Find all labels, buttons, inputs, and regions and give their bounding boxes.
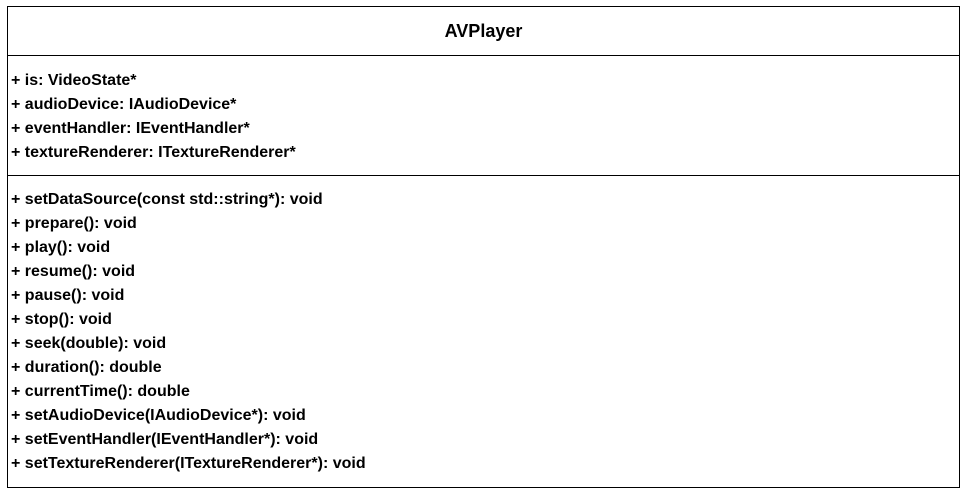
operation-prepare: + prepare(): void — [11, 215, 137, 232]
operation-duration: + duration(): double — [11, 359, 162, 376]
operation-set-texture-renderer: + setTextureRenderer(ITextureRenderer*):… — [11, 455, 366, 472]
operation-set-event-handler: + setEventHandler(IEventHandler*): void — [11, 431, 319, 448]
uml-class-box: AVPlayer + is: VideoState* + audioDevice… — [7, 6, 960, 488]
operation-stop: + stop(): void — [11, 311, 112, 328]
class-header: AVPlayer — [8, 7, 959, 56]
operation-set-data-source: + setDataSource(const std::string*): voi… — [11, 191, 323, 208]
operation-seek: + seek(double): void — [11, 335, 167, 352]
operation-play: + play(): void — [11, 239, 111, 256]
operation-current-time: + currentTime(): double — [11, 383, 190, 400]
class-name: AVPlayer — [444, 21, 523, 41]
attribute-event-handler: + eventHandler: IEventHandler* — [11, 120, 250, 137]
attributes-compartment: + is: VideoState* + audioDevice: IAudioD… — [8, 56, 959, 176]
operations-compartment: + setDataSource(const std::string*): voi… — [8, 176, 959, 476]
operation-pause: + pause(): void — [11, 287, 125, 304]
operation-resume: + resume(): void — [11, 263, 136, 280]
attribute-is: + is: VideoState* — [11, 72, 137, 89]
attribute-texture-renderer: + textureRenderer: ITextureRenderer* — [11, 144, 296, 161]
attribute-audio-device: + audioDevice: IAudioDevice* — [11, 96, 237, 113]
operation-set-audio-device: + setAudioDevice(IAudioDevice*): void — [11, 407, 306, 424]
